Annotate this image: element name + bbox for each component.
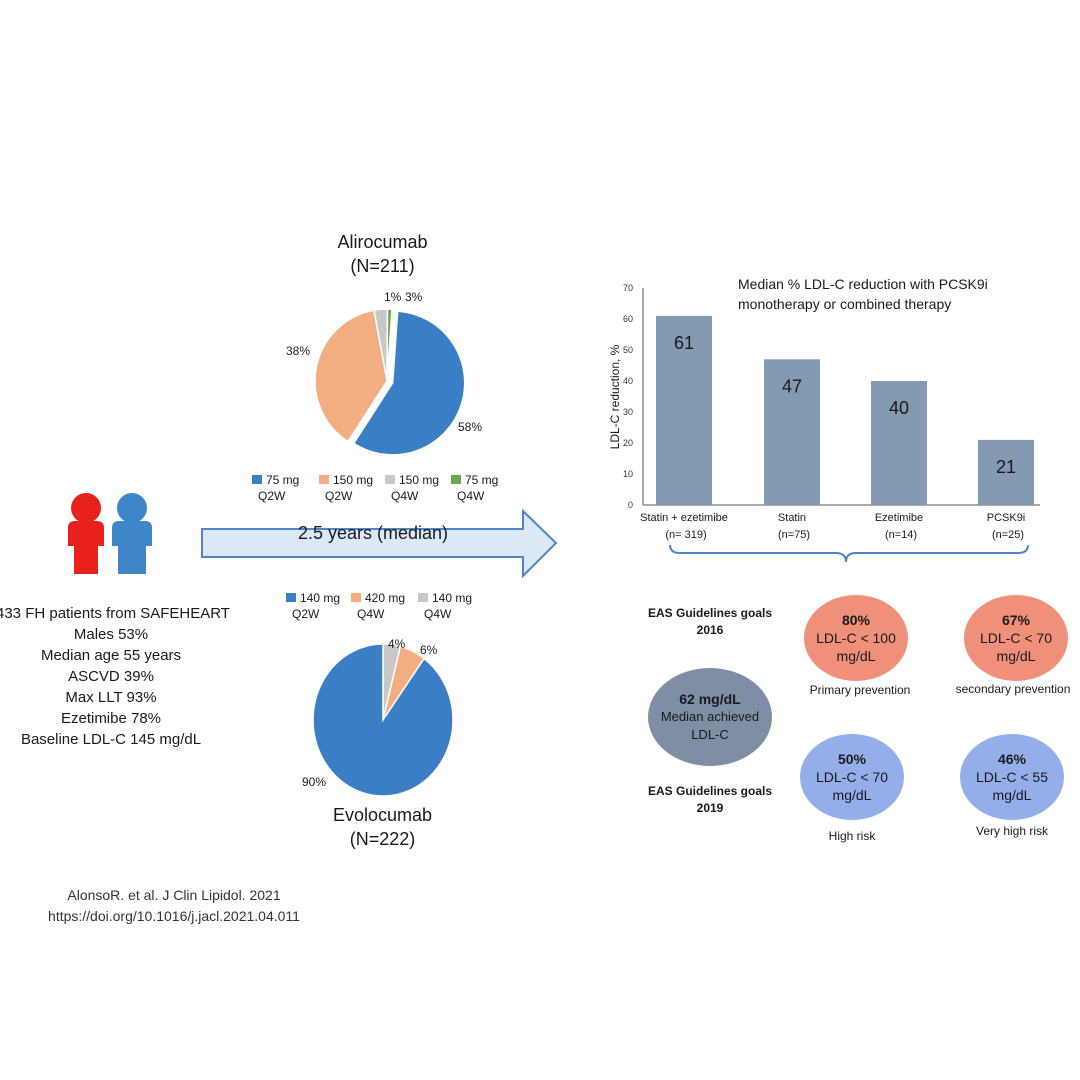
median-line1: Median achieved <box>660 709 760 724</box>
pie-slice-75-mg-q4w <box>386 308 393 382</box>
patient-line: Baseline LDL-C 145 mg/dL <box>20 731 202 748</box>
alirocumab-pie-chart <box>314 308 466 456</box>
bracket <box>669 544 1029 563</box>
bar-n-label: (n=14) <box>885 529 917 541</box>
evolocumab-n: (N=222) <box>349 829 416 849</box>
alirocumab-name: Alirocumab <box>337 232 428 252</box>
citation-line1: AlonsoR. et al. J Clin Lipidol. 2021 <box>67 887 281 903</box>
arrow-label: 2.5 years (median) <box>297 523 449 543</box>
high-risk-caption: High risk <box>828 829 876 843</box>
alirocumab-label-150q2w: 38% <box>286 344 311 358</box>
bar <box>871 381 927 505</box>
bar-y-tick-label: 50 <box>623 345 633 355</box>
patient-line: Males 53% <box>73 626 149 643</box>
alirocumab-label-75q4w: 1% <box>384 290 402 304</box>
median-ldl-circle: 62 mg/dL Median achieved LDL-C <box>648 668 772 766</box>
alirocumab-title: Alirocumab (N=211) <box>300 230 465 278</box>
patients-people-icon <box>68 493 152 574</box>
very-high-risk-caption: Very high risk <box>975 824 1049 838</box>
evolocumab-label-140q2w: 90% <box>302 775 327 789</box>
very-high-risk-circle: 46% LDL-C < 55 mg/dL <box>960 734 1064 820</box>
secondary-prevention-caption: secondary prevention <box>955 682 1071 696</box>
bar-category-label: Statin <box>778 512 806 524</box>
pie-slice-150-mg-q2w <box>314 309 388 443</box>
bar-category-label: PCSK9i <box>987 512 1026 524</box>
patient-line: Ezetimibe 78% <box>60 710 162 727</box>
primary-prevention-caption: Primary prevention <box>809 683 911 697</box>
bar-value-label: 61 <box>674 333 694 353</box>
citation-line2: https://doi.org/10.1016/j.jacl.2021.04.0… <box>48 908 300 924</box>
bar-y-tick-label: 20 <box>623 438 633 448</box>
primary-prevention-circle: 80% LDL-C < 100 mg/dL <box>804 595 908 681</box>
secondary-prevention-circle: 67% LDL-C < 70 mg/dL <box>964 595 1068 681</box>
bar-y-tick-label: 10 <box>623 469 633 479</box>
bar-y-tick-label: 30 <box>623 407 633 417</box>
bar-y-tick-label: 0 <box>628 500 633 510</box>
patient-line: Median age 55 years <box>40 647 182 664</box>
bar-category-label: Ezetimibe <box>875 512 923 524</box>
bar-title-line2: monotherapy or combined therapy <box>738 296 952 312</box>
patient-line: 433 FH patients from SAFEHEART <box>0 605 230 622</box>
alirocumab-label-75q2w: 58% <box>458 420 483 434</box>
evolocumab-label-420q4w: 6% <box>420 643 438 657</box>
alirocumab-label-150q4w: 3% <box>405 290 423 304</box>
bar <box>978 439 1034 505</box>
timeline-arrow <box>201 508 558 579</box>
evolocumab-pie-chart <box>312 643 454 797</box>
bar-y-tick-label: 70 <box>623 283 633 293</box>
bar-y-tick-label: 40 <box>623 376 633 386</box>
bar-value-label: 21 <box>996 457 1016 477</box>
evolocumab-label-140q4w: 4% <box>388 637 406 651</box>
bar-title-line1: Median % LDL-C reduction with PCSK9i <box>738 276 988 292</box>
citation: AlonsoR. et al. J Clin Lipidol. 2021 htt… <box>0 885 348 927</box>
patient-line: Max LLT 93% <box>65 689 157 706</box>
median-line2: LDL-C <box>691 727 729 742</box>
high-risk-circle: 50% LDL-C < 70 mg/dL <box>800 734 904 820</box>
patient-line: ASCVD 39% <box>68 668 154 685</box>
patient-characteristics: 433 FH patients from SAFEHEART Males 53%… <box>0 603 230 750</box>
bar-chart-title: Median % LDL-C reduction with PCSK9i mon… <box>738 274 1068 314</box>
median-value: 62 mg/dL <box>679 691 741 707</box>
bar-value-label: 47 <box>782 376 802 396</box>
bar-n-label: (n=75) <box>778 529 810 541</box>
bar-n-label: (n=25) <box>992 529 1024 541</box>
bar <box>764 359 820 505</box>
pie-slice-140-mg-q2w <box>312 643 454 797</box>
bar-y-tick-label: 60 <box>623 314 633 324</box>
pie-slice-75-mg-q2w <box>352 310 466 456</box>
bar-category-label: Statin + ezetimibe <box>640 512 728 524</box>
bar-value-label: 40 <box>889 398 909 418</box>
alirocumab-n: (N=211) <box>350 256 415 276</box>
evolocumab-title: Evolocumab (N=222) <box>300 803 465 851</box>
bar-n-label: (n= 319) <box>665 529 706 541</box>
bar <box>656 315 712 505</box>
evolocumab-name: Evolocumab <box>332 805 433 825</box>
